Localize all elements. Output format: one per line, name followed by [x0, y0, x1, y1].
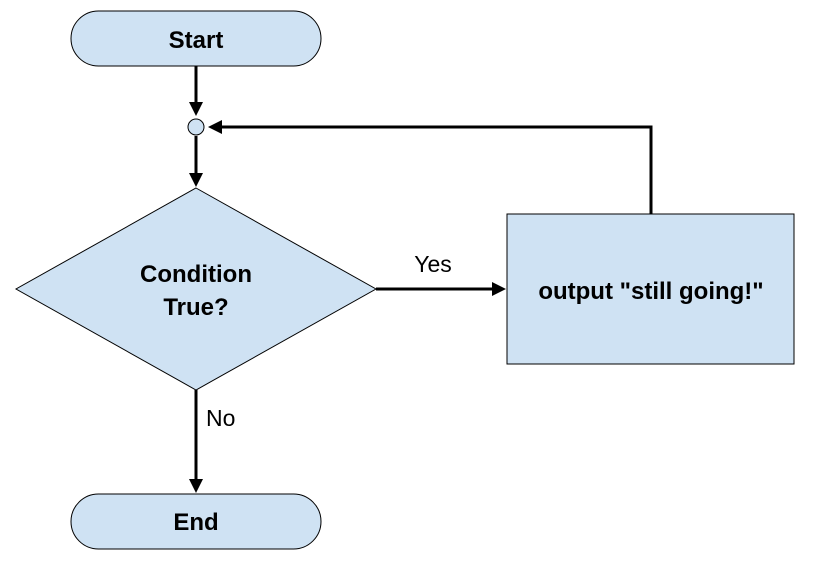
yes-arrowhead [492, 282, 506, 296]
output-process-shape [506, 213, 795, 365]
end-label: End [173, 509, 218, 536]
start-label: Start [169, 27, 224, 54]
end-terminator-shape [70, 493, 322, 550]
merge-to-condition-arrowhead [189, 173, 203, 187]
output-node: output "still going!" [506, 213, 795, 365]
condition-diamond-shape [14, 187, 378, 391]
no-label: No [206, 405, 235, 431]
output-label: output "still going!" [538, 278, 763, 305]
no-arrowhead [189, 479, 203, 493]
yes-label: Yes [414, 251, 452, 277]
condition-label-line1: Condition [140, 261, 252, 288]
start-node: Start [70, 10, 322, 67]
start-to-merge-arrowhead [189, 102, 203, 116]
merge-point [187, 118, 205, 136]
condition-label-line2: True? [163, 294, 228, 321]
loop-back-arrowhead [208, 120, 222, 134]
condition-node: Condition True? [14, 187, 378, 391]
loop-back-connector [220, 125, 653, 214]
end-node: End [70, 493, 322, 550]
